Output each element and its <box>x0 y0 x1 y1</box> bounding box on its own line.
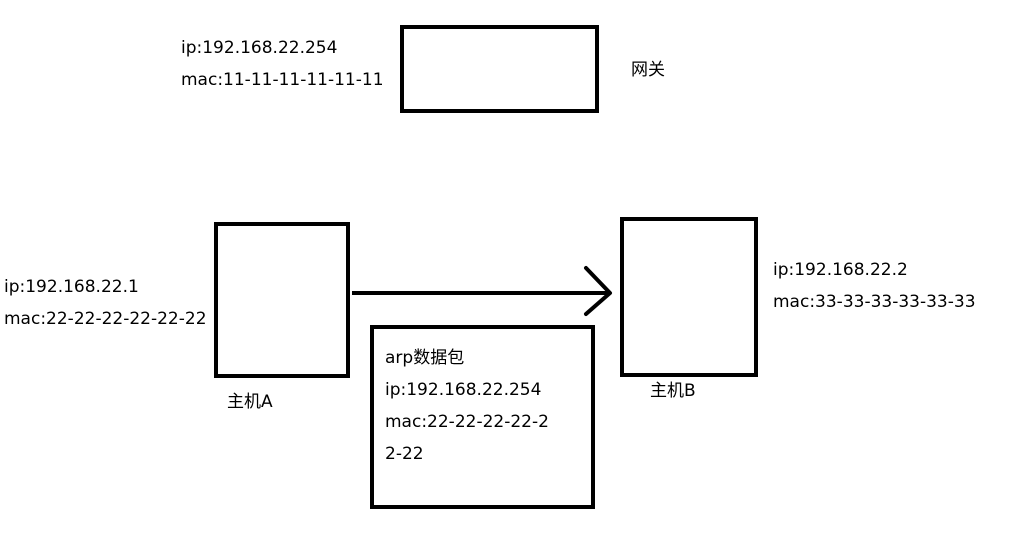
gateway-ip: ip:192.168.22.254 <box>181 38 338 58</box>
arrow-head <box>584 266 612 316</box>
arp-packet-node <box>370 325 595 509</box>
host-a-info: ip:192.168.22.1 mac:22-22-22-22-22-22 <box>4 277 207 341</box>
host-b-info: ip:192.168.22.2 mac:33-33-33-33-33-33 <box>773 260 976 324</box>
gateway-label: 网关 <box>631 60 665 80</box>
host-a-label: 主机A <box>227 392 273 412</box>
host-b-ip: ip:192.168.22.2 <box>773 260 908 280</box>
host-b-label: 主机B <box>650 381 696 401</box>
host-a-ip: ip:192.168.22.1 <box>4 277 139 297</box>
gateway-node <box>400 25 599 113</box>
gateway-info: ip:192.168.22.254 mac:11-11-11-11-11-11 <box>181 38 384 102</box>
host-a-node <box>214 222 350 378</box>
arp-packet-ip: ip:192.168.22.254 <box>385 380 542 400</box>
arp-packet-mac: mac:22-22-22-22-2 <box>385 412 549 432</box>
host-b-node <box>620 217 758 377</box>
arp-packet-mac-cont: 2-22 <box>385 444 424 464</box>
host-a-mac: mac:22-22-22-22-22-22 <box>4 309 207 329</box>
arp-packet-title: arp数据包 <box>385 348 465 368</box>
arp-packet-info: arp数据包 ip:192.168.22.254 mac:22-22-22-22… <box>385 348 549 476</box>
host-b-mac: mac:33-33-33-33-33-33 <box>773 292 976 312</box>
gateway-mac: mac:11-11-11-11-11-11 <box>181 70 384 90</box>
